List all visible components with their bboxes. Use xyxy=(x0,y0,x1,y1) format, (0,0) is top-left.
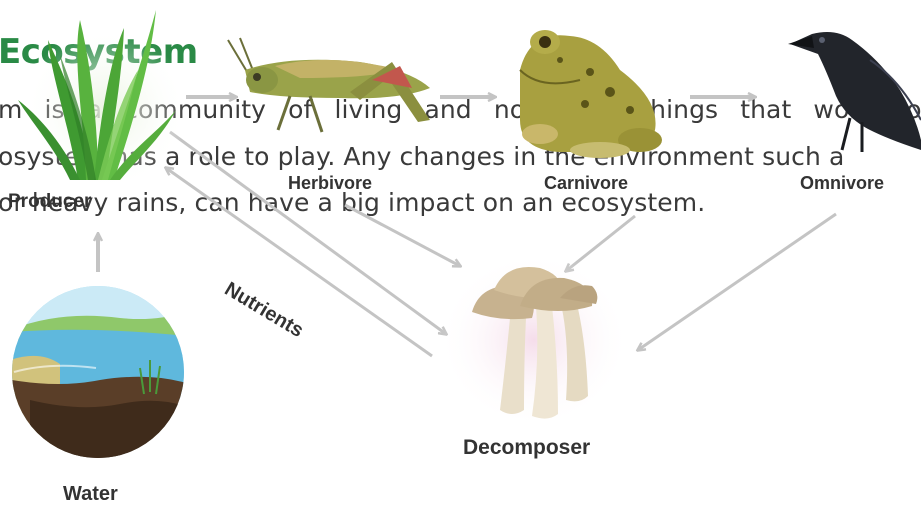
grass-icon xyxy=(18,10,188,192)
frog-icon xyxy=(520,30,662,158)
label-decomposer: Decomposer xyxy=(463,436,590,460)
mushroom-icon xyxy=(438,252,630,428)
label-producer: Producer xyxy=(8,191,91,213)
grasshopper-icon xyxy=(228,38,430,132)
arrow-omnivore-to-decomposer xyxy=(638,214,836,350)
label-water: Water xyxy=(63,483,118,506)
arrow-producer-to-decomposer xyxy=(170,132,446,334)
crow-icon xyxy=(788,32,921,152)
water-pond-icon xyxy=(0,286,200,470)
label-herbivore: Herbivore xyxy=(288,173,372,194)
arrow-herbivore-to-decomposer xyxy=(345,205,460,266)
label-omnivore: Omnivore xyxy=(800,173,884,194)
label-carnivore: Carnivore xyxy=(544,173,628,194)
